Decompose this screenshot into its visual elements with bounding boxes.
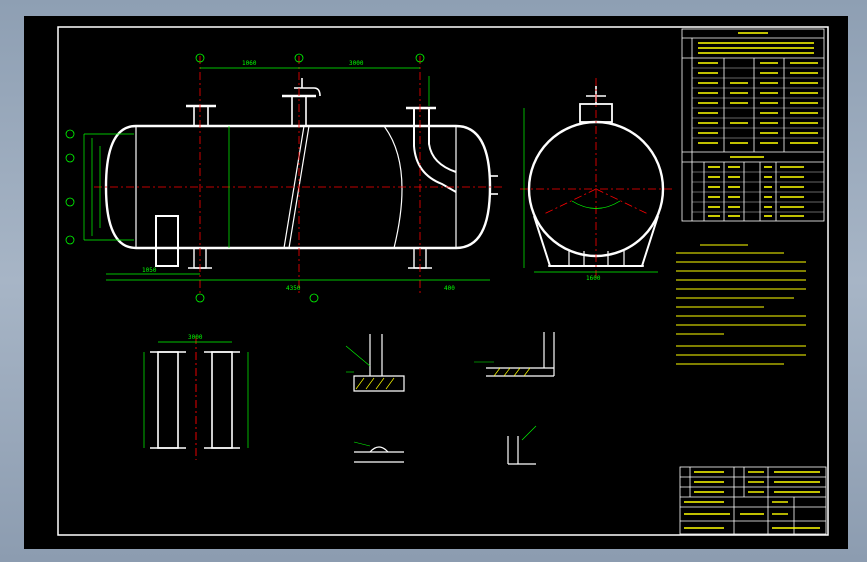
- tank-front-view: [104, 78, 498, 269]
- weld-hatch: [355, 367, 531, 390]
- side-centerlines: [520, 78, 674, 278]
- design-table-rows: [692, 67, 824, 213]
- top-dim-1: 1060: [242, 60, 257, 67]
- sheet-border: [57, 26, 829, 536]
- side-width-dim: 1600: [586, 275, 601, 282]
- front-centerlines: [94, 56, 504, 296]
- detail-dimensions: [143, 341, 249, 448]
- front-dim-text: 1060 3000 1050 4350 400: [142, 60, 455, 292]
- tank-drawing: 1060 3000 1050 4350 400 1600: [57, 26, 829, 536]
- weld-details: [353, 332, 555, 465]
- weld-dims: [345, 345, 537, 447]
- side-dimensions: [523, 108, 658, 273]
- bottom-dim-2: 4350: [286, 285, 301, 292]
- title-block-text: [684, 471, 820, 529]
- front-dimensions: [83, 67, 490, 281]
- front-balloons: [65, 53, 425, 303]
- bottom-dim-3: 400: [444, 285, 455, 292]
- nozzle-detail-view: [150, 351, 240, 449]
- top-dim-2: 3000: [349, 60, 364, 67]
- title-block: [679, 466, 827, 535]
- bottom-dim-1: 1050: [142, 267, 157, 274]
- cad-drawing-sheet: 1060 3000 1050 4350 400 1600: [24, 16, 848, 549]
- technical-notes: [676, 244, 806, 365]
- detail-width-dim: 3000: [188, 334, 203, 341]
- design-table-text: [698, 32, 818, 217]
